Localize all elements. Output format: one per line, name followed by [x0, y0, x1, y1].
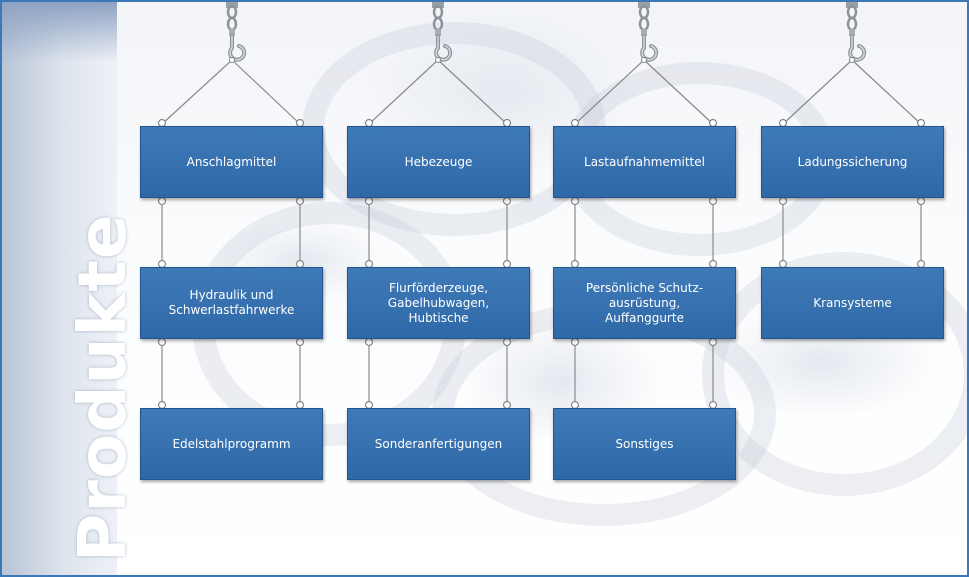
wire [574, 59, 645, 125]
category-flurfoerderzeuge[interactable]: Flurförderzeuge, Gabelhubwagen, Hubtisch… [347, 267, 530, 339]
category-label: Sonderanfertigungen [374, 436, 503, 451]
wire [231, 59, 301, 125]
category-label: Sonstiges [615, 436, 674, 451]
category-label: Edelstahlprogramm [172, 436, 291, 451]
wire [161, 59, 233, 125]
category-label: Hebezeuge [404, 154, 473, 169]
category-label: Ladungssicherung [797, 154, 908, 169]
category-label: Persönliche Schutz- ausrüstung, Auffangg… [585, 280, 704, 325]
category-label: Anschlagmittel [186, 154, 277, 169]
side-panel-shade [2, 2, 117, 62]
wire [851, 59, 922, 125]
category-label: Hydraulik und Schwerlastfahrwerke [168, 288, 295, 317]
category-hebezeuge[interactable]: Hebezeuge [347, 126, 530, 198]
category-label: Flurförderzeuge, Gabelhubwagen, Hubtisch… [387, 280, 490, 325]
wire [437, 59, 508, 125]
hook-icon [226, 2, 247, 63]
wire [782, 59, 853, 125]
category-ladungssicherung[interactable]: Ladungssicherung [761, 126, 944, 198]
hook-icon [846, 2, 867, 63]
hook-icon [432, 2, 453, 63]
category-label: Kransysteme [813, 295, 892, 310]
category-label: Lastaufnahmemittel [584, 154, 705, 169]
category-kransysteme[interactable]: Kransysteme [761, 267, 944, 339]
side-panel: Produkte [2, 2, 141, 575]
category-sonderanfertigungen[interactable]: Sonderanfertigungen [347, 408, 530, 480]
hook-icon [638, 2, 659, 63]
wire [643, 59, 714, 125]
category-hydraulik[interactable]: Hydraulik und Schwerlastfahrwerke [140, 267, 323, 339]
category-anschlagmittel[interactable]: Anschlagmittel [140, 126, 323, 198]
category-psa[interactable]: Persönliche Schutz- ausrüstung, Auffangg… [553, 267, 736, 339]
category-sonstiges[interactable]: Sonstiges [553, 408, 736, 480]
wire [368, 59, 439, 125]
category-lastaufnahmemittel[interactable]: Lastaufnahmemittel [553, 126, 736, 198]
category-edelstahlprogramm[interactable]: Edelstahlprogramm [140, 408, 323, 480]
